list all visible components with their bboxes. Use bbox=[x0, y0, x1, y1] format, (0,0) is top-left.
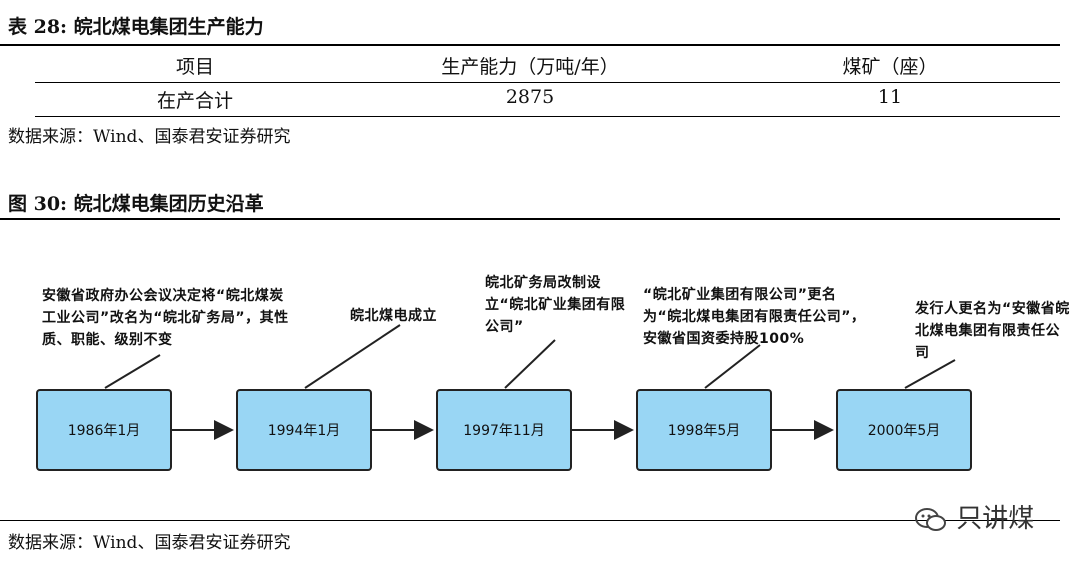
timeline-box-1986: 1986年1月 bbox=[36, 389, 172, 471]
leader-line-2000 bbox=[904, 359, 956, 389]
note-1998: “皖北矿业集团有限公司”更名为“皖北煤电集团有限责任公司”，安徽省国资委持股10… bbox=[643, 287, 866, 347]
timeline-box-2000: 2000年5月 bbox=[836, 389, 972, 471]
table-bottom-rule bbox=[35, 116, 1060, 117]
figure-source: 数据来源：Wind、国泰君安证券研究 bbox=[8, 533, 291, 553]
table-cell-mines: 11 bbox=[877, 86, 903, 108]
chat-bubbles-icon bbox=[915, 507, 946, 531]
timeline-box-1997: 1997年11月 bbox=[436, 389, 572, 471]
note-1997: 皖北矿务局改制设立“皖北矿业集团有限公司” bbox=[485, 275, 626, 335]
table-header-capacity: 生产能力（万吨/年） bbox=[441, 56, 619, 78]
table-cell-capacity: 2875 bbox=[505, 86, 555, 108]
figure-title: 图 30: 皖北煤电集团历史沿革 bbox=[8, 193, 264, 215]
table-source: 数据来源：Wind、国泰君安证券研究 bbox=[8, 127, 291, 147]
figure-top-rule bbox=[0, 218, 1060, 220]
figure-bottom-rule bbox=[0, 520, 1060, 521]
table-header-rule bbox=[35, 82, 1060, 83]
table-cell-item: 在产合计 bbox=[156, 90, 233, 112]
leader-line-1986 bbox=[104, 354, 161, 389]
note-1986: 安徽省政府办公会议决定将“皖北煤炭工业公司”改名为“皖北矿务局”，其性质、职能、… bbox=[42, 288, 289, 348]
timeline-box-1994: 1994年1月 bbox=[236, 389, 372, 471]
leader-line-1994 bbox=[304, 324, 401, 389]
table-header-mines: 煤矿（座） bbox=[842, 56, 938, 78]
note-2000: 发行人更名为“安徽省皖北煤电集团有限责任公司 bbox=[915, 301, 1070, 361]
table-title: 表 28: 皖北煤电集团生产能力 bbox=[8, 16, 264, 38]
table-top-rule bbox=[0, 44, 1060, 46]
table-header-item: 项目 bbox=[175, 56, 214, 78]
note-1994: 皖北煤电成立 bbox=[350, 308, 437, 324]
timeline-box-1998: 1998年5月 bbox=[636, 389, 772, 471]
watermark-text: 只讲煤 bbox=[956, 504, 1035, 534]
leader-line-1998 bbox=[704, 344, 761, 389]
watermark: 只讲煤 bbox=[914, 498, 1034, 535]
leader-line-1997 bbox=[504, 339, 556, 389]
